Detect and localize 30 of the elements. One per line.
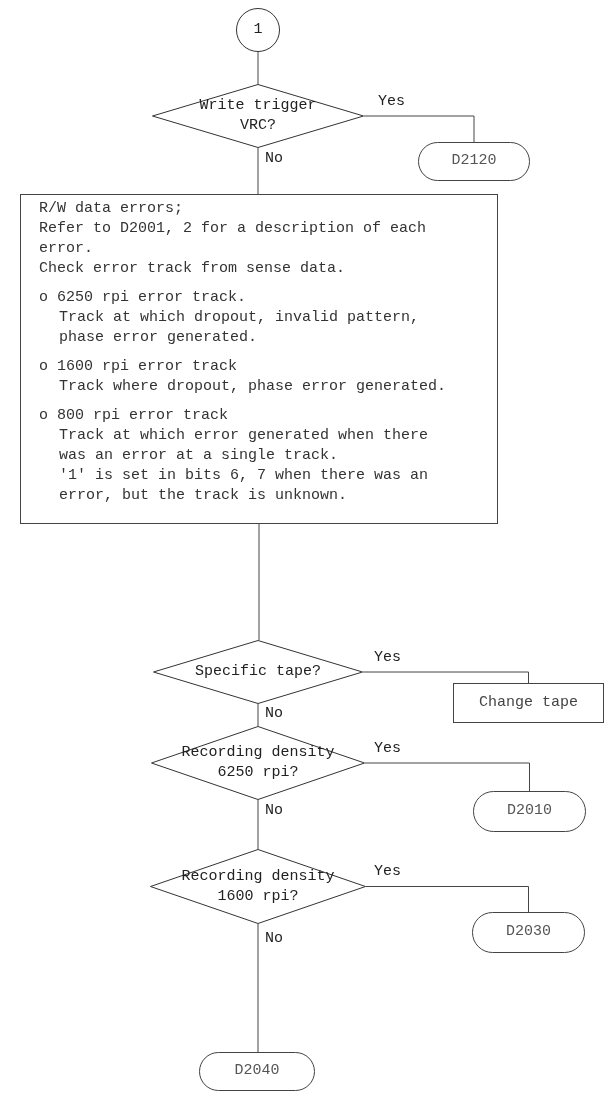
- connector-line: [257, 51, 259, 85]
- description-text: R/W data errors;: [39, 199, 185, 219]
- connector-line: [257, 147, 259, 195]
- description-text: Track at which dropout, invalid pattern, phase error generated.: [58, 308, 421, 348]
- terminal-box: D2120: [418, 142, 530, 181]
- connector-line: [257, 703, 259, 727]
- connector-line: [364, 762, 530, 792]
- description-text: '1' is set in bits 6, 7 when there was an error, but the track is unknown.: [58, 466, 430, 506]
- description-text: Refer to D2001, 2 for a description of each error.: [39, 219, 428, 259]
- description-text: Check error track from sense data.: [39, 259, 347, 279]
- connector-line: [363, 115, 475, 143]
- connector-line: [257, 923, 259, 1053]
- connector-line: [258, 523, 260, 641]
- description-text: Track where dropout, phase error generated.: [58, 377, 448, 397]
- connector-line: [365, 886, 529, 913]
- decision-text: Recording density 6250 rpi?: [180, 743, 336, 783]
- description-text: o 1600 rpi error track: [39, 357, 239, 377]
- description-text: o 800 rpi error track: [39, 406, 230, 426]
- process-box: [20, 194, 498, 524]
- process-box: Change tape: [453, 683, 604, 723]
- terminal-box: D2010: [473, 791, 586, 832]
- decision-text: Write trigger VRC?: [198, 96, 318, 136]
- decision-text: Specific tape?: [194, 662, 322, 682]
- description-text: o 6250 rpi error track.: [39, 288, 248, 308]
- terminal-box: D2040: [199, 1052, 315, 1091]
- connector-line: [257, 799, 259, 850]
- connector-line: [362, 671, 529, 684]
- description-text: Track at which error generated when there was an error at a single track.: [58, 426, 430, 466]
- decision-text: Recording density 1600 rpi?: [180, 866, 336, 907]
- terminal-box: D2030: [472, 912, 585, 953]
